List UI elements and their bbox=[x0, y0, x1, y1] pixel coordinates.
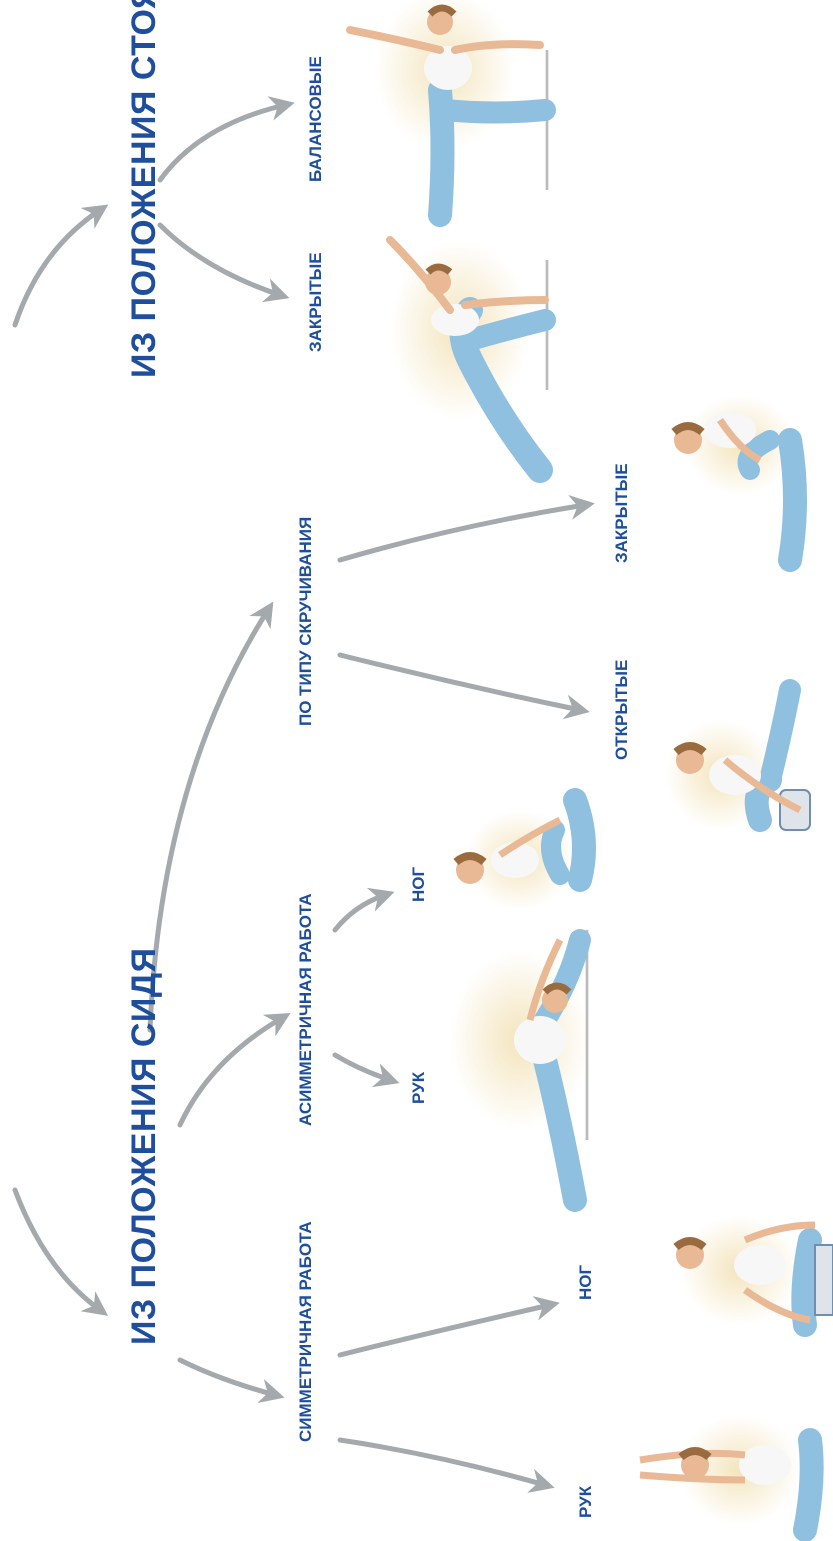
arrow-twist-to-closed bbox=[340, 505, 585, 560]
figure-symmetric-arms bbox=[640, 1415, 812, 1530]
standing-closed-label: ЗАКРЫТЫЕ bbox=[307, 252, 324, 352]
seated-title: ИЗ ПОЛОЖЕНИЯ СИДЯ bbox=[127, 947, 161, 1345]
figure-standing-closed bbox=[390, 240, 549, 470]
figure-twist-closed bbox=[674, 395, 795, 560]
arrow-to-seated bbox=[15, 1190, 100, 1310]
arrow-symmetric-to-arms bbox=[340, 1440, 545, 1485]
symmetric-legs-label: НОГ bbox=[577, 1265, 594, 1300]
asymmetric-work-label: АСИММЕТРИЧНАЯ РАБОТА bbox=[297, 893, 314, 1126]
arrow-seated-to-asymmetric bbox=[180, 1018, 282, 1125]
twist-type-label: ПО ТИПУ СКРУЧИВАНИЯ bbox=[297, 517, 314, 726]
arrow-standing-to-balance bbox=[160, 105, 285, 180]
figure-standing-balance bbox=[350, 0, 549, 215]
figure-asymmetric-legs bbox=[456, 800, 584, 910]
symmetric-work-label: СИММЕТРИЧНАЯ РАБОТА bbox=[297, 1221, 314, 1442]
symmetric-arms-label: РУК bbox=[577, 1486, 594, 1518]
arrow-standing-to-closed bbox=[160, 225, 280, 295]
standing-title: ИЗ ПОЛОЖЕНИЯ СТОЯ bbox=[127, 0, 161, 378]
arrow-asymmetric-to-legs bbox=[335, 895, 385, 930]
arrow-seated-to-twist bbox=[150, 610, 268, 1030]
asymmetric-arms-label: РУК bbox=[410, 1072, 427, 1104]
twist-closed-label: ЗАКРЫТЫЕ bbox=[613, 463, 630, 563]
arrow-symmetric-to-legs bbox=[340, 1305, 550, 1355]
figure-twist-open bbox=[665, 690, 810, 830]
standing-balance-label: БАЛАНСОВЫЕ bbox=[307, 56, 324, 182]
arrow-to-standing bbox=[15, 210, 100, 325]
arrow-twist-to-open bbox=[340, 655, 580, 710]
asymmetric-legs-label: НОГ bbox=[410, 867, 427, 902]
arrow-asymmetric-to-arms bbox=[335, 1055, 390, 1080]
arrow-seated-to-symmetric bbox=[180, 1360, 275, 1395]
figure-symmetric-legs bbox=[676, 1215, 833, 1325]
twist-open-label: ОТКРЫТЫЕ bbox=[613, 660, 630, 760]
figure-asymmetric-arms bbox=[450, 930, 590, 1200]
